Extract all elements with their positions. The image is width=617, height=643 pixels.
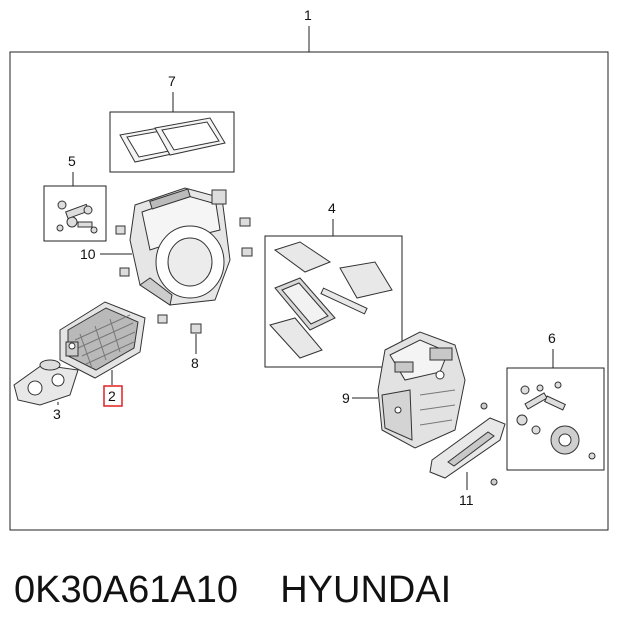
- part-3-gasket: [13, 359, 79, 406]
- part-9-evaporator-case: [377, 331, 466, 449]
- part-2-heater-core: [59, 301, 146, 379]
- part-7-filter-frame: [119, 117, 226, 163]
- part-6-box: [506, 367, 605, 471]
- callout-8[interactable]: 8: [191, 355, 199, 371]
- part-caption: 0K30A61A10 HYUNDAI: [14, 560, 614, 630]
- callout-6[interactable]: 6: [548, 330, 556, 346]
- part-5-linkage: [56, 200, 98, 234]
- caption-spacer: [238, 569, 280, 611]
- part-10-blower-case: [115, 187, 253, 324]
- part-number: 0K30A61A10: [14, 569, 238, 611]
- part-5-box: [43, 185, 107, 242]
- callout-5[interactable]: 5: [68, 153, 76, 169]
- callout-1[interactable]: 1: [304, 7, 312, 23]
- callout-7[interactable]: 7: [168, 73, 176, 89]
- part-8-clip: [190, 323, 202, 334]
- callout-11[interactable]: 11: [459, 492, 474, 508]
- part-4-box: [264, 235, 403, 368]
- callout-9[interactable]: 9: [342, 390, 350, 406]
- callout-3[interactable]: 3: [53, 406, 61, 422]
- part-11-cover: [429, 402, 506, 486]
- callout-2[interactable]: 2: [108, 388, 116, 404]
- part-4-doors: [269, 241, 393, 359]
- callout-2-highlight: [103, 385, 123, 407]
- part-7-box: [109, 111, 235, 173]
- brand-name: HYUNDAI: [280, 569, 452, 611]
- callout-4[interactable]: 4: [328, 200, 336, 216]
- callout-10[interactable]: 10: [80, 246, 96, 262]
- part-6-actuator: [516, 381, 596, 460]
